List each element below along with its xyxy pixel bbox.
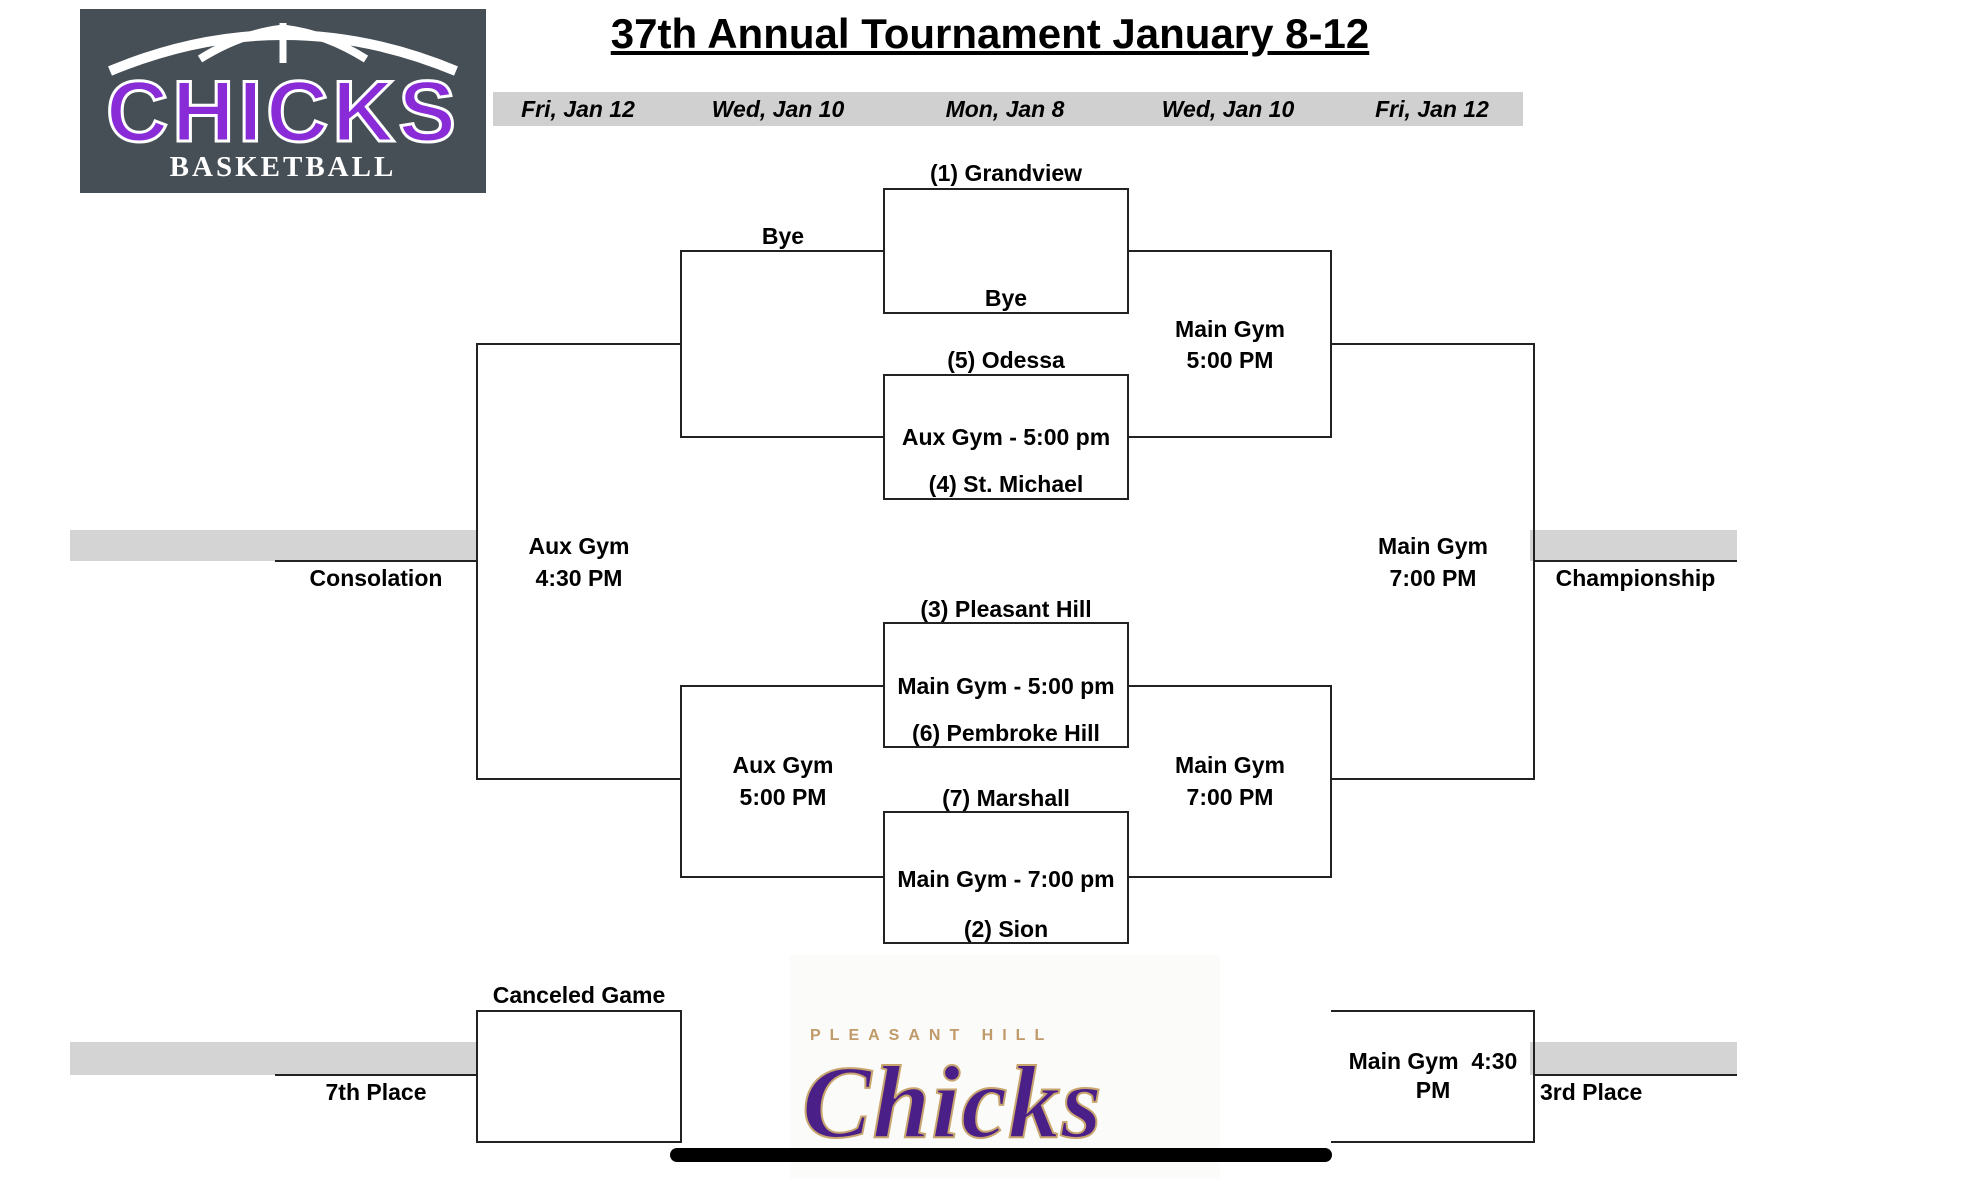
logo-subtitle: BASKETBALL — [169, 151, 397, 183]
championship-label: Championship — [1555, 565, 1716, 591]
game-time: 4:30 PM — [535, 565, 623, 591]
game-venue: Aux Gym — [528, 533, 630, 559]
team-pembroke-hill: (6) Pembroke Hill — [912, 720, 1100, 746]
horizontal-scrollbar[interactable] — [670, 1148, 1332, 1162]
game-time: 7:00 PM — [1186, 784, 1274, 810]
bye-label: Bye — [761, 223, 805, 249]
day-header: Fri, Jan 12 — [1375, 96, 1489, 122]
game-time: 7:00 PM — [1389, 565, 1477, 591]
team-grandview: (1) Grandview — [929, 160, 1083, 186]
third-place-bar — [1530, 1042, 1737, 1075]
team-st-michael: (4) St. Michael — [928, 471, 1084, 497]
logo-small-text: PLEASANT HILL — [810, 1027, 1054, 1044]
game-venue: Main Gym — [1175, 316, 1285, 342]
game-venue: Aux Gym - 5:00 pm — [901, 424, 1111, 450]
consolation-label: Consolation — [309, 565, 443, 591]
team-pleasant-hill: (3) Pleasant Hill — [920, 596, 1092, 622]
team-marshall: (7) Marshall — [942, 785, 1070, 811]
seventh-place-label: 7th Place — [325, 1079, 427, 1105]
logo-word: CHICKS — [105, 64, 460, 160]
game-venue: Aux Gym — [732, 752, 834, 778]
chicks-basketball-logo: CHICKS BASKETBALL — [80, 9, 486, 193]
team-odessa: (5) Odessa — [947, 347, 1065, 373]
team-bye: Bye — [984, 285, 1028, 311]
seventh-place-bar — [70, 1042, 477, 1075]
game-time: 5:00 PM — [739, 784, 827, 810]
basketball-arc-icon — [108, 23, 458, 76]
canceled-game-label: Canceled Game — [492, 982, 666, 1008]
day-header: Fri, Jan 12 — [521, 96, 635, 122]
consolation-bar — [70, 530, 477, 561]
game-venue: Main Gym — [1175, 752, 1285, 778]
team-sion: (2) Sion — [963, 916, 1049, 942]
pleasant-hill-chicks-logo: PLEASANT HILL Chicks — [790, 955, 1220, 1179]
day-header: Mon, Jan 8 — [945, 96, 1065, 122]
championship-bar — [1530, 530, 1737, 561]
day-header: Wed, Jan 10 — [711, 96, 845, 122]
day-header-bar — [493, 92, 1523, 126]
page-title: 37th Annual Tournament January 8-12 — [610, 10, 1370, 57]
day-header: Wed, Jan 10 — [1161, 96, 1295, 122]
logo-word: Chicks — [801, 1044, 1103, 1161]
game-venue: Main Gym — [1378, 533, 1488, 559]
third-place-label: 3rd Place — [1540, 1079, 1643, 1105]
game-time: PM — [1415, 1077, 1451, 1103]
game-time: 5:00 PM — [1186, 347, 1274, 373]
game-venue: Main Gym - 5:00 pm — [897, 673, 1115, 699]
game-venue: Main Gym - 7:00 pm — [897, 866, 1115, 892]
game-venue: Main Gym 4:30 — [1348, 1048, 1518, 1074]
